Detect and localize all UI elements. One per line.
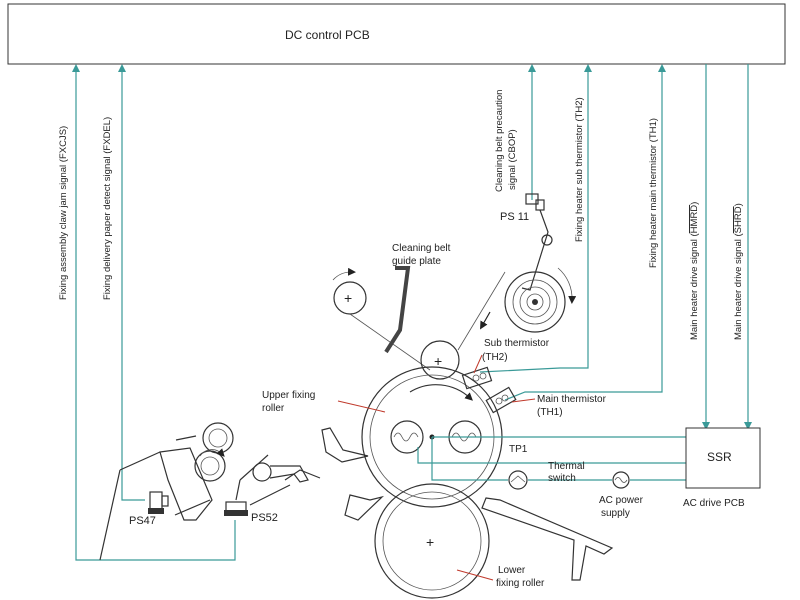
fxdel-label: Fixing delivery paper detect signal (FXD… (102, 117, 113, 300)
svg-text:Cleaning belt: Cleaning belt (392, 243, 451, 254)
svg-text:Main thermistor: Main thermistor (537, 394, 607, 405)
cbop-label-line2: signal (CBOP) (507, 129, 518, 190)
tp1-label: TP1 (509, 444, 528, 455)
svg-text:+: + (426, 534, 434, 550)
svg-text:(TH1): (TH1) (537, 407, 563, 418)
cleaning-belt-roll (504, 267, 577, 333)
cleaning-belt-guide-plate: Cleaning belt guide plate (384, 243, 451, 354)
lower-fixing-roller: + Lower fixing roller (374, 483, 545, 599)
svg-text:supply: supply (601, 508, 630, 519)
cbop-label-line1: Cleaning belt precaution (494, 90, 505, 192)
fxcjs-line (72, 64, 236, 561)
fxdel-line (118, 64, 145, 501)
hmrd-label: Main heater drive signal (HMRD) (689, 202, 700, 340)
ssr-label: SSR (707, 450, 732, 464)
cleaning-roller: + (420, 340, 460, 380)
entrance-guide (481, 497, 614, 581)
th1-label: Fixing heater main thermistor (TH1) (648, 118, 659, 268)
ps11-sensor: PS 11 (500, 193, 553, 291)
svg-text:AC power: AC power (599, 495, 644, 506)
fxcjs-label: Fixing assembly claw jam signal (FXCJS) (58, 126, 69, 300)
dc-control-pcb: DC control PCB (7, 3, 786, 65)
svg-text:Sub thermistor: Sub thermistor (484, 338, 550, 349)
svg-text:fixing roller: fixing roller (496, 578, 545, 589)
svg-text:Thermal: Thermal (548, 461, 585, 472)
ac-power-supply: AC power supply (599, 471, 644, 519)
signal-lines (72, 64, 752, 561)
sub-thermistor: Sub thermistor (TH2) (461, 338, 550, 390)
ps11-label: PS 11 (500, 211, 529, 223)
cleaning-belt-feed-roll: + (332, 267, 367, 315)
dc-control-pcb-label: DC control PCB (285, 28, 370, 42)
thermal-switch: Thermal switch (508, 461, 585, 490)
ac-drive-pcb-label: AC drive PCB (683, 498, 745, 509)
heater-wiring: TP1 (417, 436, 686, 481)
svg-text:roller: roller (262, 403, 285, 414)
svg-text:+: + (434, 353, 442, 369)
ps52-label: PS52 (251, 512, 278, 524)
svg-text:Upper fixing: Upper fixing (262, 390, 315, 401)
svg-text:switch: switch (548, 473, 576, 484)
shrd-label: Main heater drive signal (SHRD) (733, 203, 744, 340)
th2-line (479, 64, 592, 373)
main-thermistor: Main thermistor (TH1) (485, 386, 607, 418)
delivery-assembly (99, 422, 309, 561)
th2-label: Fixing heater sub thermistor (TH2) (574, 97, 585, 242)
th1-line (504, 64, 666, 401)
separation-claws (284, 427, 385, 521)
svg-text:(TH2): (TH2) (482, 352, 508, 363)
svg-text:+: + (344, 290, 352, 306)
ssr-box: SSR AC drive PCB (683, 427, 761, 509)
svg-text:guide plate: guide plate (392, 256, 441, 267)
ps47-sensor: PS47 (129, 491, 169, 527)
ps47-label: PS47 (129, 515, 156, 527)
ps52-sensor: PS52 (224, 501, 278, 524)
svg-text:Lower: Lower (498, 565, 526, 576)
